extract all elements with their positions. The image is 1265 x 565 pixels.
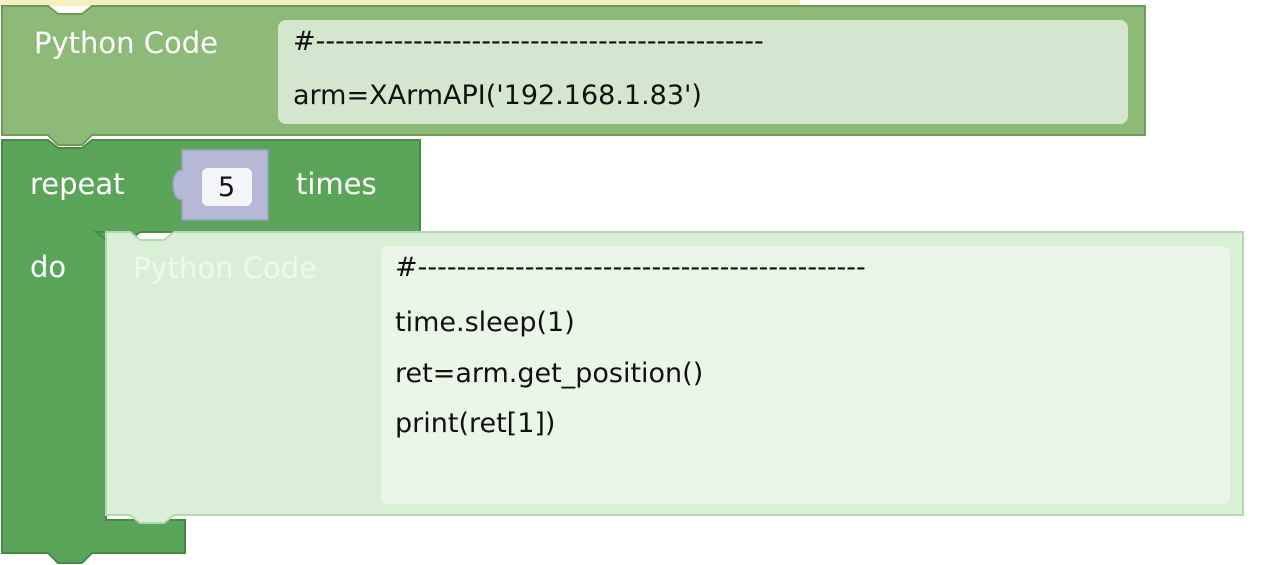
repeat-count-value[interactable]: 5	[218, 172, 236, 203]
top-code-line-2[interactable]: arm=XArmAPI('192.168.1.83')	[293, 80, 702, 111]
inner-block-label: Python Code	[133, 251, 317, 285]
do-label: do	[30, 250, 67, 284]
inner-code-line-3[interactable]: ret=arm.get_position()	[395, 358, 704, 389]
workspace-highlight	[0, 0, 800, 6]
top-code-editor[interactable]	[278, 20, 1128, 124]
inner-code-line-4[interactable]: print(ret[1])	[395, 408, 556, 439]
repeat-count-field[interactable]	[202, 168, 252, 206]
top-block-label: Python Code	[34, 26, 218, 60]
inner-code-line-2[interactable]: time.sleep(1)	[395, 307, 575, 338]
inner-code-line-1[interactable]: #---------------------------------------…	[395, 252, 866, 283]
repeat-block-shape[interactable]	[1, 139, 421, 564]
top-code-line-1[interactable]: #---------------------------------------…	[293, 26, 764, 57]
repeat-label: repeat	[30, 167, 125, 201]
times-label: times	[296, 167, 377, 201]
inner-code-editor[interactable]	[381, 246, 1230, 504]
